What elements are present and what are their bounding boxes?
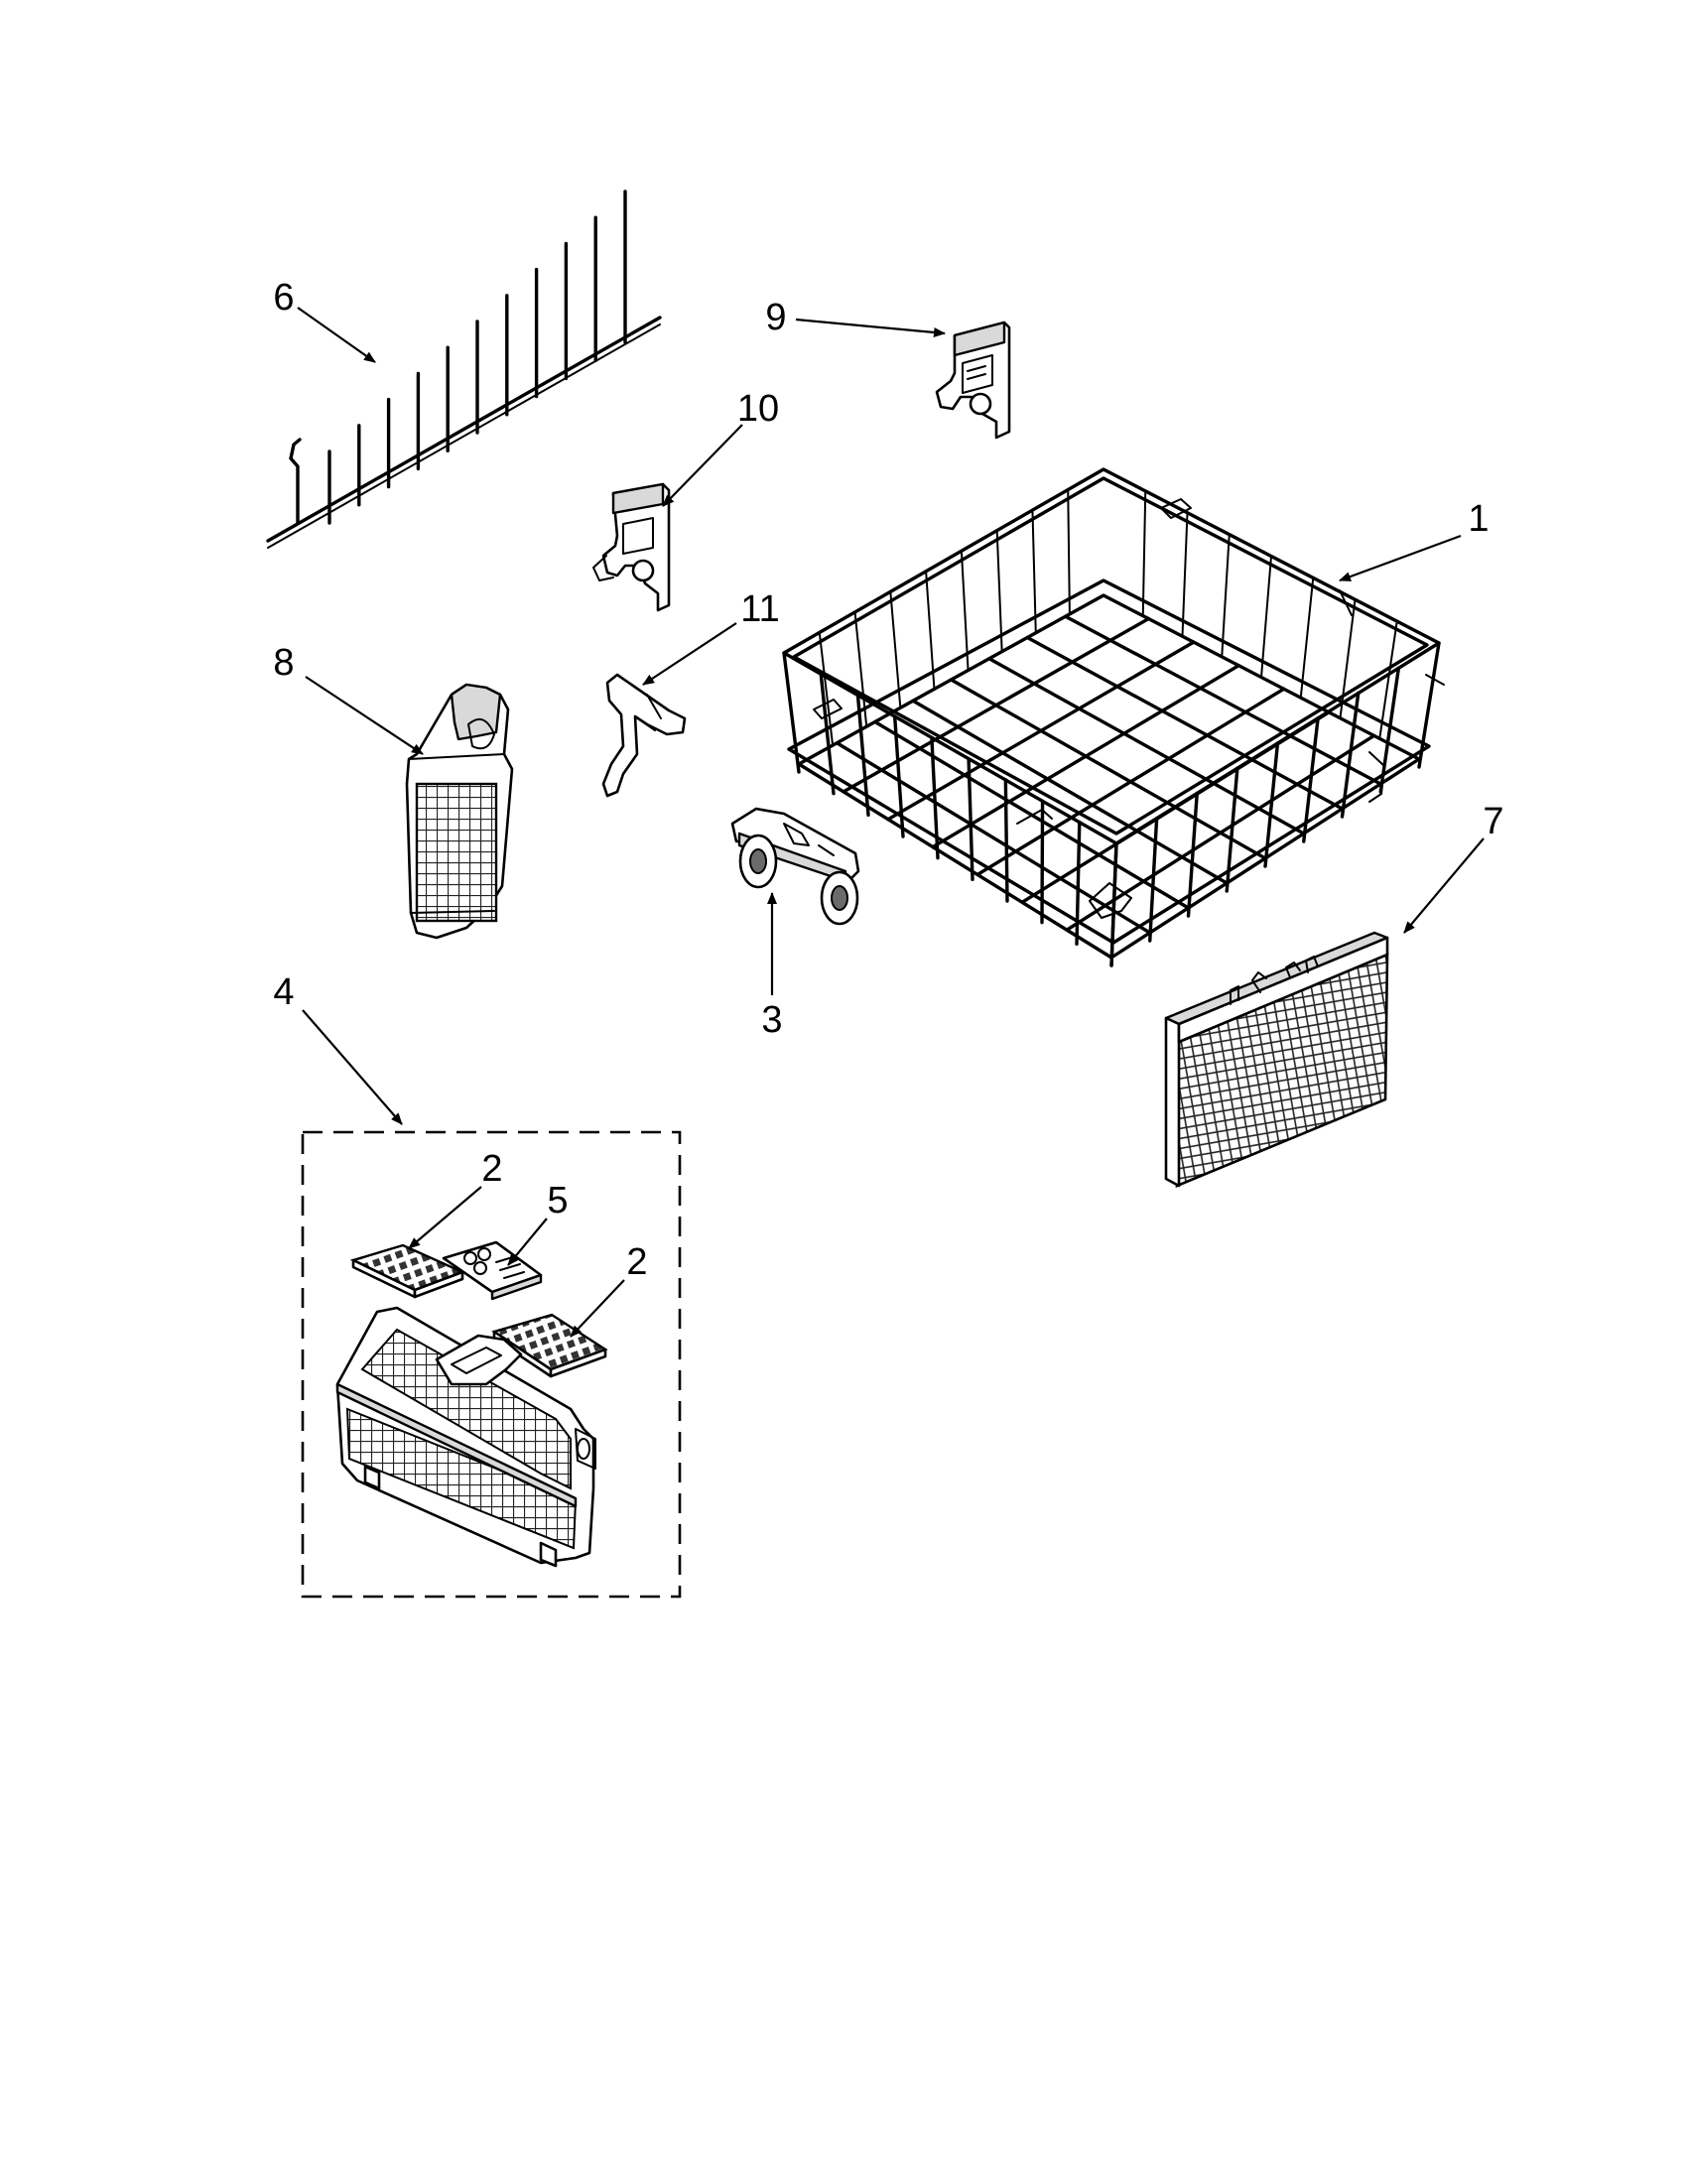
callout-1: 1 <box>1468 498 1489 540</box>
leader-2-left <box>408 1186 482 1249</box>
silverware-basket-part <box>335 1306 596 1568</box>
callout-8: 8 <box>273 642 294 684</box>
leader-9 <box>795 318 946 337</box>
leader-1 <box>1339 534 1462 582</box>
leader-5 <box>507 1218 548 1266</box>
tine-row-part <box>266 190 662 549</box>
basket-assembly-box <box>301 1130 682 1599</box>
lower-rack-part <box>782 467 1445 967</box>
callout-7: 7 <box>1483 801 1503 842</box>
callout-2-right: 2 <box>626 1241 647 1283</box>
leader-8 <box>305 676 424 755</box>
leader-10 <box>662 424 743 507</box>
leader-6 <box>297 307 376 363</box>
callout-5: 5 <box>547 1180 568 1221</box>
wheel-carrier-part <box>730 807 860 926</box>
clip-11-part <box>601 673 687 798</box>
callout-3: 3 <box>761 999 782 1041</box>
lid-part <box>442 1240 543 1301</box>
shield-part <box>1164 931 1389 1188</box>
leader-7 <box>1403 837 1485 934</box>
clip-9-part <box>935 321 1011 440</box>
clip-10-part <box>592 482 671 612</box>
insert-left-part <box>349 1243 466 1299</box>
small-basket-part <box>405 683 514 940</box>
leader-lines <box>297 307 1485 1338</box>
callout-10: 10 <box>737 388 779 430</box>
callout-4: 4 <box>273 971 294 1013</box>
callout-2-left: 2 <box>481 1148 502 1190</box>
leader-2-right <box>570 1279 625 1338</box>
callout-9: 9 <box>765 297 786 338</box>
callout-labels: 6 9 10 11 1 8 3 7 4 2 5 2 <box>273 277 1503 1283</box>
callout-11: 11 <box>740 588 779 630</box>
leader-4 <box>302 1009 403 1125</box>
leader-11 <box>642 622 737 686</box>
callout-6: 6 <box>273 277 294 319</box>
